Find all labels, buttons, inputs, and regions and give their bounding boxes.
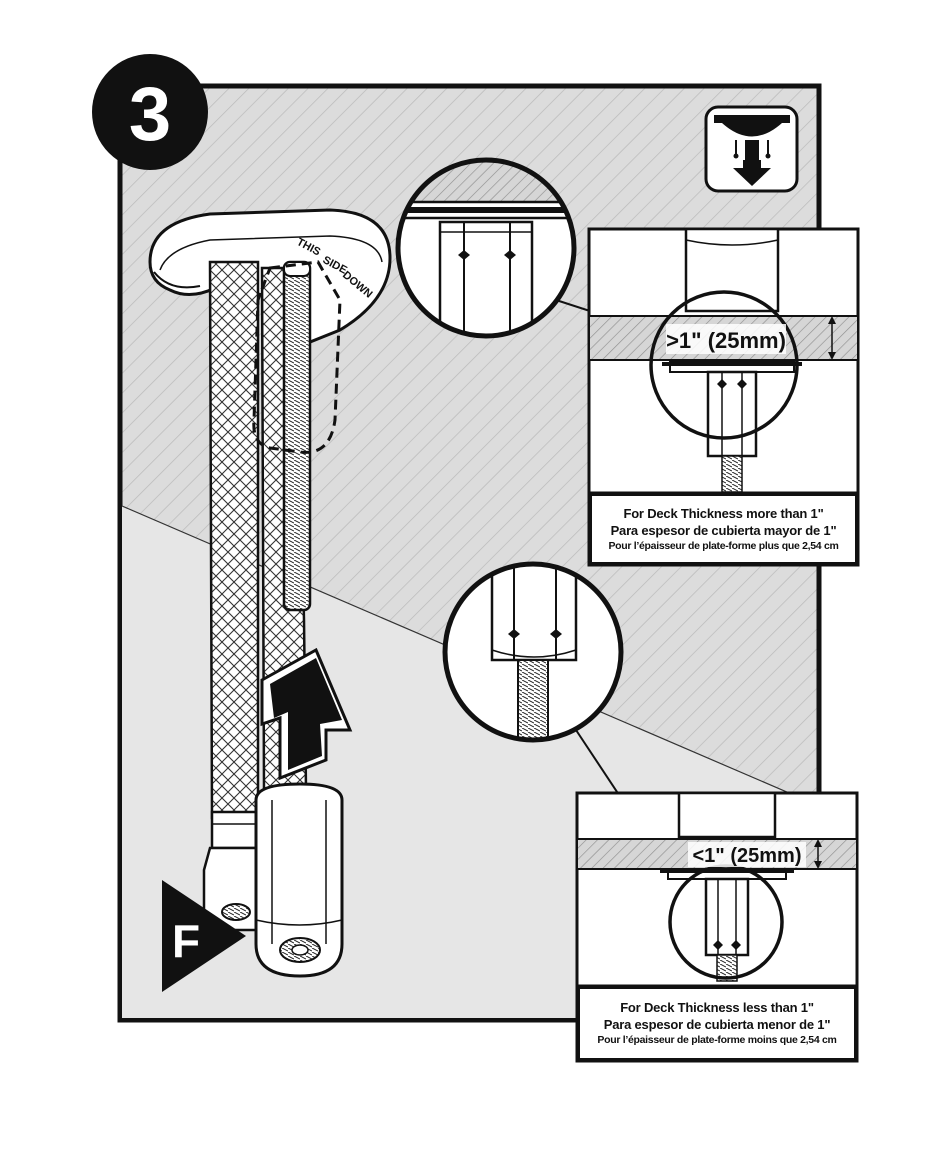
caption-thin-es: Para espesor de cubierta menor de 1" <box>603 1017 831 1032</box>
detail-circle-middle <box>442 561 624 743</box>
caption-thin-fr: Pour l’épaisseur de plate-forme moins qu… <box>597 1034 837 1046</box>
caption-thick-es: Para espesor de cubierta mayor de 1" <box>610 522 837 538</box>
step-number: 3 <box>129 72 171 157</box>
step-badge: 3 <box>92 54 208 170</box>
panel-deck-thin: <1" (25mm) <box>575 791 859 1063</box>
measurement-thick: >1" (25mm) <box>666 328 786 353</box>
caption-deck-thick: For Deck Thickness more than 1" Para esp… <box>589 493 858 565</box>
hose-fitting-left <box>202 810 270 932</box>
detail-circle-top <box>395 157 577 339</box>
caption-deck-thin: For Deck Thickness less than 1" Para esp… <box>577 986 857 1061</box>
part-label-f: F <box>162 880 246 992</box>
threaded-shank <box>282 260 312 612</box>
caption-thick-fr: Pour l’épaisseur de plate-forme plus que… <box>608 539 839 552</box>
supply-hose-left <box>208 260 260 820</box>
under-sink-install-icon <box>704 105 799 193</box>
part-label: F <box>172 915 200 967</box>
caption-thin-en: For Deck Thickness less than 1" <box>620 1000 814 1015</box>
caption-thick-en: For Deck Thickness more than 1" <box>623 505 824 521</box>
hose-fitting-right <box>254 782 344 978</box>
measurement-thin: <1" (25mm) <box>693 845 802 867</box>
dashed-outline <box>252 260 342 454</box>
arrow-up-icon <box>260 647 353 781</box>
